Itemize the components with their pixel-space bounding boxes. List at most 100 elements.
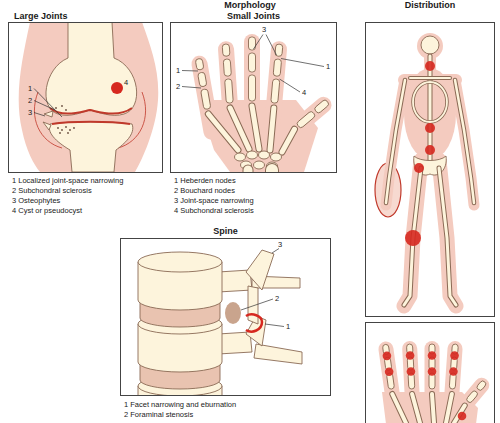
key-text: 3 Joint-space narrowing <box>174 196 254 205</box>
leader-line <box>266 35 277 56</box>
panel-heading: Small Joints <box>170 11 337 22</box>
callout-number: 3 <box>278 240 282 249</box>
sclerosis-stipple <box>65 126 67 128</box>
finger-bones <box>271 44 283 103</box>
phalanx <box>273 59 281 77</box>
callout-number: 4 <box>302 88 306 97</box>
callout-number: 1 <box>176 66 180 75</box>
leader-line <box>254 35 264 50</box>
bone <box>410 77 450 79</box>
sclerosis-stipple <box>55 107 57 109</box>
skeleton-illustration <box>375 33 474 306</box>
phalanx <box>198 72 207 87</box>
callout-number: 2 <box>275 294 279 303</box>
phalanx <box>249 53 256 72</box>
callout-number: 3 <box>28 108 32 117</box>
osteophyte <box>44 111 53 117</box>
bone <box>244 170 253 172</box>
key-text: 2 Subchondral sclerosis <box>12 186 92 195</box>
callout-number: 1 <box>326 62 330 71</box>
panel-frame <box>366 23 495 317</box>
finger-bones <box>296 99 330 129</box>
panel-frame <box>9 23 163 173</box>
affected-joint <box>425 123 435 133</box>
ribcage-outline <box>413 82 447 122</box>
affected-joint <box>428 351 437 360</box>
bone-outline <box>404 168 421 305</box>
neural-foramen <box>225 302 241 324</box>
affected-joint <box>406 351 415 360</box>
sclerosis-stipple <box>59 132 61 134</box>
pedicle <box>218 332 252 354</box>
affected-joint <box>383 352 392 361</box>
panel: Small Joints <box>170 11 337 173</box>
bone <box>439 168 456 305</box>
finger-bones <box>382 344 394 389</box>
bone <box>266 170 278 172</box>
femur <box>46 23 137 115</box>
carpal <box>235 153 246 161</box>
bone-outline <box>455 80 474 203</box>
carpal <box>247 151 258 159</box>
skin-limb <box>404 160 421 306</box>
leader-line <box>281 59 324 67</box>
phalanx <box>195 58 204 70</box>
phalanx <box>249 75 256 101</box>
bone <box>386 80 405 203</box>
bone-outline <box>270 108 274 150</box>
finger-bones <box>222 44 233 103</box>
callout-number: 3 <box>262 25 266 34</box>
phalanx <box>201 89 211 110</box>
bone-outline <box>386 80 405 203</box>
phalanx <box>223 59 231 76</box>
distribution-hand <box>377 340 492 423</box>
phalanx <box>296 111 316 129</box>
finger-skin-group <box>269 94 334 153</box>
tibial-cartilage <box>52 122 130 124</box>
finger-bones <box>449 344 458 389</box>
hand-illustration <box>190 34 335 172</box>
sclerosis-stipple <box>67 132 69 134</box>
facet-joint <box>246 314 262 331</box>
hand-bones <box>382 344 487 423</box>
bone-outline <box>428 56 433 160</box>
panel-heading: Distribution <box>365 0 495 11</box>
key-text: 4 Cyst or pseudocyst <box>12 206 82 215</box>
panel-frame <box>366 323 495 423</box>
callout-number: 1 <box>286 322 290 331</box>
osteophyte <box>43 122 51 130</box>
leader-line <box>272 249 279 254</box>
hand-bones <box>195 37 329 172</box>
bone-outline <box>412 394 420 423</box>
sclerosis-stipple <box>65 109 67 111</box>
affected-joint <box>450 351 459 360</box>
spinous-process <box>246 250 274 290</box>
leader-line <box>280 79 301 92</box>
finger-skin <box>269 94 334 153</box>
affected-joint <box>449 367 458 376</box>
panel-frame <box>121 239 331 396</box>
tibia <box>49 122 132 172</box>
phalanx <box>314 99 330 114</box>
leader-line <box>182 70 198 72</box>
panel-heading: Large Joints <box>8 11 163 22</box>
bone-outline <box>410 76 450 80</box>
carpal <box>254 161 265 169</box>
affected-joint <box>385 367 394 376</box>
panel-heading: Spine <box>120 226 331 237</box>
bone <box>392 394 406 423</box>
bone-outline <box>446 394 452 423</box>
bone-outline <box>439 168 456 305</box>
bone <box>455 80 474 203</box>
skull <box>421 36 439 54</box>
leader-line <box>241 299 273 310</box>
panel-frame <box>171 23 337 173</box>
bone-outline <box>282 129 294 152</box>
key-text: 4 Subchondral sclerosis <box>174 206 254 215</box>
spine-illustration <box>138 250 302 395</box>
bone-outline <box>243 170 254 172</box>
bone <box>429 56 432 160</box>
affected-joint <box>425 145 435 155</box>
sclerosis-stipple <box>69 129 71 131</box>
key-text: 1 Heberden nodes <box>174 176 236 185</box>
